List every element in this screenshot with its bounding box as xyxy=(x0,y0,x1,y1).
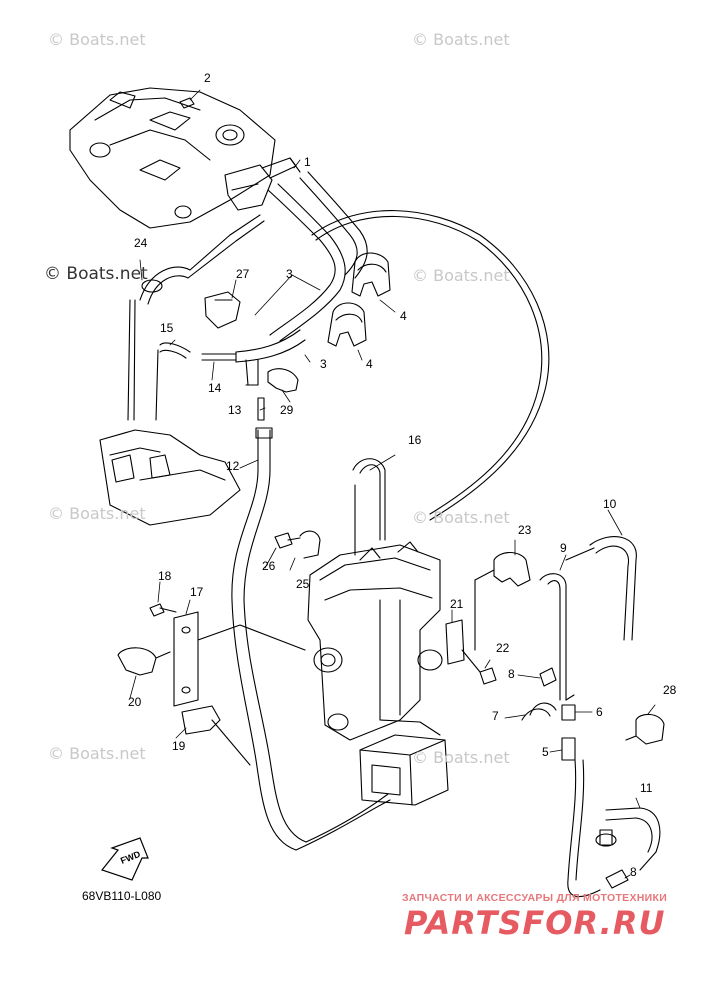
part-label-26: 26 xyxy=(262,559,276,573)
part-label-25: 25 xyxy=(296,577,310,591)
part-label-1: 1 xyxy=(304,155,311,169)
part-label-4: 4 xyxy=(400,309,407,323)
part-label-17: 17 xyxy=(190,585,204,599)
watermark: © Boats.net xyxy=(412,30,510,49)
clamp-4-lower xyxy=(327,302,367,347)
part-label-4: 4 xyxy=(366,357,373,371)
watermark: © Boats.net xyxy=(48,744,146,763)
part-label-8: 8 xyxy=(630,865,637,879)
part-label-18: 18 xyxy=(158,569,172,583)
upper-engine-section xyxy=(69,87,301,229)
clamp-4-upper xyxy=(351,252,391,297)
watermark: © Boats.net xyxy=(48,504,146,523)
canister xyxy=(359,719,449,806)
part-label-22: 22 xyxy=(496,641,510,655)
lower-engine-section xyxy=(99,429,241,526)
part-label-2: 2 xyxy=(204,71,211,85)
part-label-23: 23 xyxy=(518,523,532,537)
brand-logo: PARTSFOR.RU xyxy=(404,904,666,942)
part-label-13: 13 xyxy=(228,403,242,417)
part-label-15: 15 xyxy=(160,321,174,335)
vapor-separator xyxy=(307,541,443,741)
part-label-3: 3 xyxy=(286,267,293,281)
fwd-arrow-icon: FWD xyxy=(100,837,149,881)
part-label-9: 9 xyxy=(560,541,567,555)
part-label-7: 7 xyxy=(492,709,499,723)
part-label-10: 10 xyxy=(603,497,617,511)
part-label-6: 6 xyxy=(596,705,603,719)
part-label-14: 14 xyxy=(208,381,222,395)
watermark: © Boats.net xyxy=(412,508,510,527)
brand-tagline: ЗАПЧАСТИ И АКСЕССУАРЫ ДЛЯ МОТОТЕХНИКИ xyxy=(402,892,668,904)
part-label-12: 12 xyxy=(226,459,240,473)
part-label-3: 3 xyxy=(320,357,327,371)
part-label-5: 5 xyxy=(542,745,549,759)
part-label-20: 20 xyxy=(128,695,142,709)
watermark: © Boats.net xyxy=(412,266,510,285)
watermark: © Boats.net xyxy=(48,30,146,49)
diagram-code: 68VB110-L080 xyxy=(82,889,162,903)
part-label-19: 19 xyxy=(172,739,186,753)
part-label-8: 8 xyxy=(508,667,515,681)
part-label-16: 16 xyxy=(408,433,422,447)
part-label-24: 24 xyxy=(134,236,148,250)
part-label-29: 29 xyxy=(280,403,294,417)
part-label-27: 27 xyxy=(236,267,250,281)
part-label-21: 21 xyxy=(450,597,464,611)
watermark: © Boats.net xyxy=(412,748,510,767)
watermark: © Boats.net xyxy=(44,264,148,284)
part-label-28: 28 xyxy=(663,683,677,697)
part-label-11: 11 xyxy=(640,781,653,795)
